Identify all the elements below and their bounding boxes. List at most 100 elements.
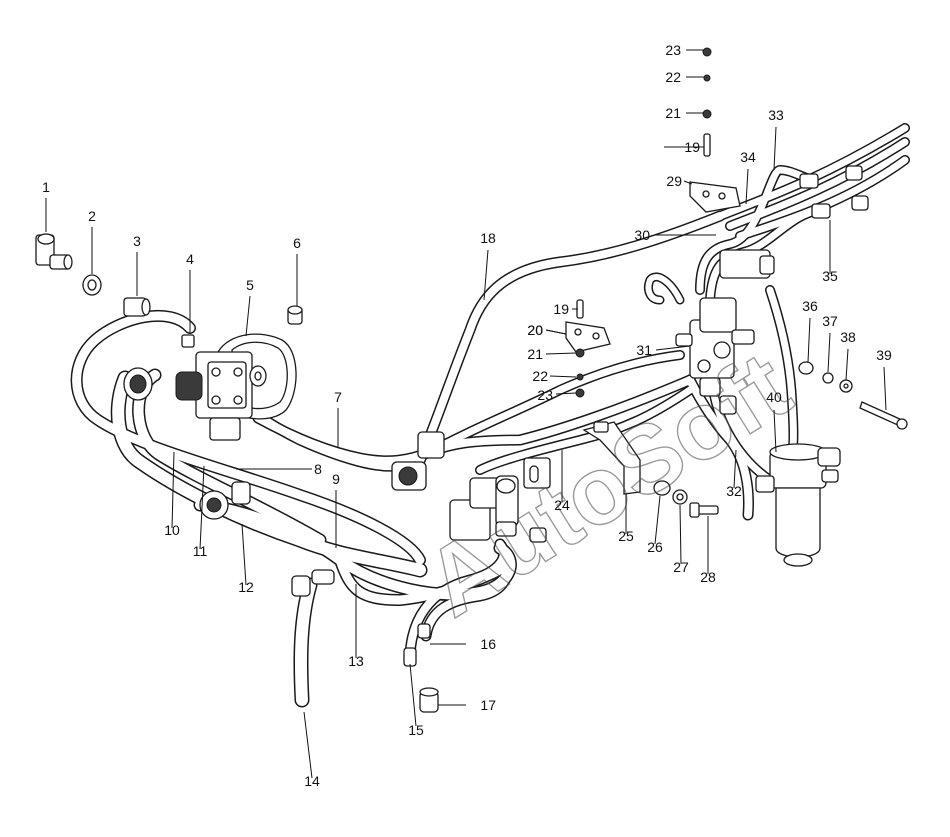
hose-body	[716, 124, 909, 220]
elbow-fitting-part	[35, 233, 73, 270]
hose-body	[72, 311, 425, 565]
callout-number-24: 24	[554, 497, 570, 513]
callout-number-22: 22	[665, 69, 681, 85]
callout-leader-line	[807, 317, 811, 363]
callout-leader-line	[773, 409, 777, 453]
hose-body	[406, 540, 508, 664]
bracket-plates-part	[449, 457, 551, 543]
callout-leader-line	[241, 523, 247, 586]
nut-washer-bolt-part	[653, 480, 719, 518]
callout-leader-line	[545, 329, 567, 335]
callout-number-12: 12	[238, 579, 254, 595]
callout-number-38: 38	[840, 329, 856, 345]
callout-number-27: 27	[673, 559, 689, 575]
callout-leader-line	[409, 663, 417, 727]
hydraulic-pump-part	[175, 333, 297, 441]
callout-number-9: 9	[332, 471, 340, 487]
callout-number-1: 1	[42, 179, 50, 195]
hose-body	[766, 286, 797, 456]
callout-leader-line	[683, 180, 693, 185]
end-fittings-part	[719, 165, 869, 415]
hose-body	[426, 351, 684, 456]
callout-number-2: 2	[88, 208, 96, 224]
callout-leader-line	[883, 366, 887, 411]
callout-leader-line	[733, 449, 737, 489]
callout-number-14: 14	[304, 773, 320, 789]
callout-number-16: 16	[480, 636, 496, 652]
hose-body	[476, 386, 694, 474]
callout-number-33: 33	[768, 107, 784, 123]
hose-body	[422, 561, 511, 640]
callout-leader-line	[827, 332, 831, 373]
callout-number-7: 7	[334, 389, 342, 405]
callout-leader-line	[654, 495, 661, 545]
callout-leader-line	[555, 392, 577, 395]
callout-number-31: 31	[636, 342, 652, 358]
hose-fitting-part	[181, 334, 195, 348]
callout-number-11: 11	[193, 543, 208, 559]
callout-number-26: 26	[647, 539, 663, 555]
callout-number-15: 15	[408, 722, 424, 738]
callout-number-36: 36	[802, 298, 818, 314]
callout-number-8: 8	[314, 461, 322, 477]
hose-body	[696, 166, 816, 294]
callout-number-4: 4	[186, 251, 194, 267]
callout-leader-line	[655, 345, 691, 351]
hose-network	[70, 123, 910, 708]
callout-number-6: 6	[293, 235, 301, 251]
callout-number-28: 28	[700, 569, 716, 585]
fastener-stack-part	[575, 47, 712, 398]
callout-number-13: 13	[348, 653, 364, 669]
callout-number-22: 22	[532, 368, 548, 384]
callout-number-32: 32	[726, 483, 742, 499]
callout-number-34: 34	[740, 149, 756, 165]
callout-number-25: 25	[618, 528, 634, 544]
callout-number-23: 23	[665, 42, 681, 58]
callout-number-5: 5	[246, 277, 254, 293]
adapter-part	[123, 297, 151, 317]
hose-body	[645, 273, 683, 303]
callout-number-18: 18	[480, 230, 496, 246]
callout-number-23: 23	[537, 387, 553, 403]
callout-leader-line	[171, 451, 175, 529]
clamp-plate-part	[689, 181, 741, 213]
hose-body	[726, 138, 909, 230]
clamp-block-part	[391, 431, 445, 491]
callout-number-10: 10	[164, 522, 180, 538]
valve-block-part	[675, 249, 775, 397]
callout-number-40: 40	[766, 389, 782, 405]
callout-leader-line	[483, 249, 489, 301]
mounting-bracket-part	[582, 421, 641, 495]
clamp-plate-part	[565, 321, 611, 353]
callout-leader-line	[679, 504, 682, 565]
plug-part	[287, 305, 303, 325]
callout-leader-line	[199, 465, 205, 550]
callout-labels: 1234567891011121314151617181920212223242…	[42, 42, 892, 789]
callout-number-35: 35	[822, 268, 838, 284]
callout-number-29: 29	[666, 173, 682, 189]
hardware-part	[798, 361, 908, 430]
callout-number-3: 3	[133, 233, 141, 249]
callout-leader-line	[245, 295, 251, 337]
components	[35, 47, 908, 713]
callout-leader-line	[545, 352, 577, 355]
callout-number-39: 39	[876, 347, 892, 363]
callout-leader-line	[303, 711, 313, 779]
hydraulic-filter-part	[755, 443, 841, 567]
callout-number-20: 20	[527, 322, 543, 338]
hose-clamp-part	[123, 367, 251, 520]
callout-number-19: 19	[553, 301, 569, 317]
callout-leader-line	[845, 348, 849, 381]
nut-part	[82, 274, 102, 296]
callout-number-17: 17	[480, 697, 496, 713]
callout-number-21: 21	[665, 105, 681, 121]
callout-leader-line	[773, 126, 777, 171]
bottom-fittings-part	[291, 569, 439, 713]
callout-number-30: 30	[634, 227, 650, 243]
callout-number-21: 21	[527, 346, 543, 362]
callout-number-37: 37	[822, 313, 838, 329]
callout-number-19: 19	[684, 139, 700, 155]
hose-body	[412, 212, 724, 474]
callout-leader-line	[549, 375, 577, 378]
